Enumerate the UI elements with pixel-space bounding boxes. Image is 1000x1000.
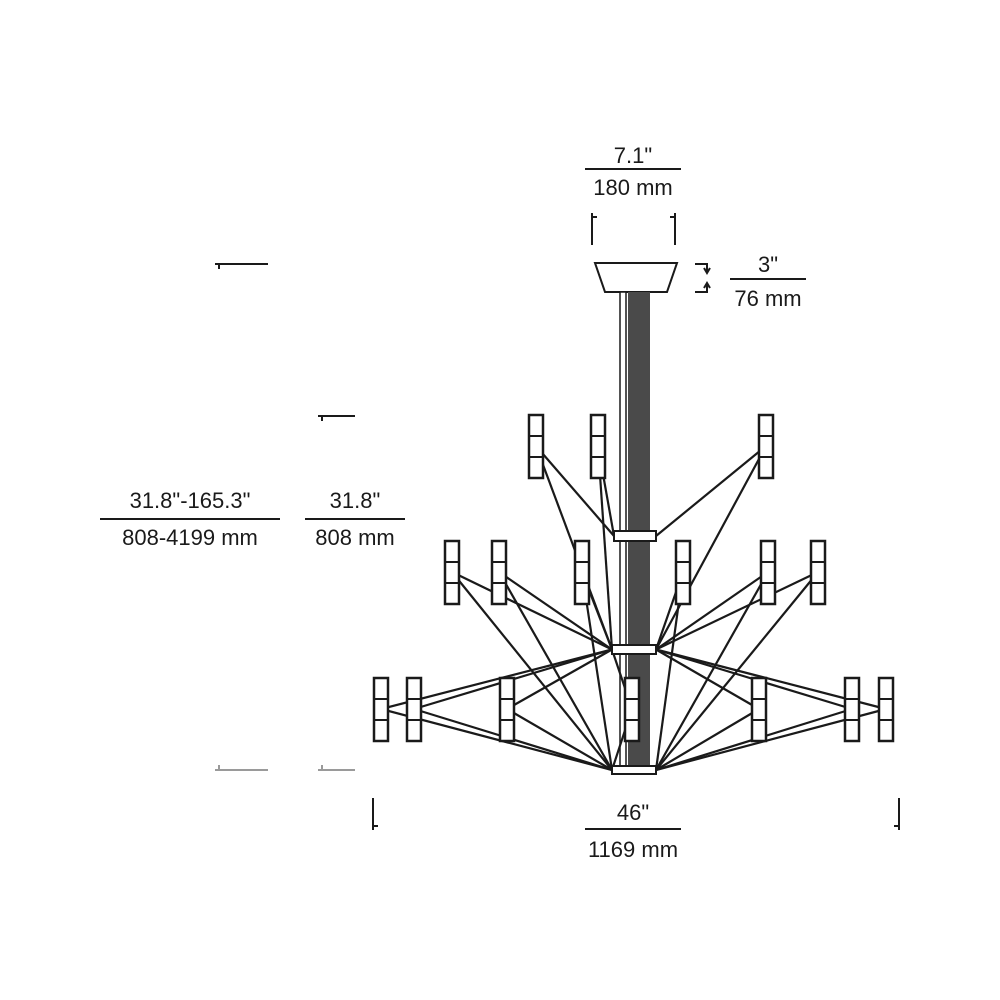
- fixture-height-imperial: 31.8": [330, 488, 381, 513]
- lamp-module: [623, 676, 641, 743]
- canopy-width-metric: 180 mm: [593, 175, 672, 200]
- fixture-width-metric: 1169 mm: [588, 837, 678, 862]
- lamp-module: [490, 539, 508, 606]
- arm: [655, 445, 767, 537]
- canopy-height-dimension: 3" 76 mm: [695, 252, 806, 311]
- arm: [655, 648, 760, 710]
- lamp-module: [809, 539, 827, 606]
- canopy-width-dimension: 7.1" 180 mm: [585, 143, 681, 245]
- lamp-module: [443, 539, 461, 606]
- fixture-width-dimension: 46" 1169 mm: [372, 798, 900, 862]
- lamp-module: [527, 413, 545, 480]
- overall-height-dimension: 31.8"-165.3" 808-4199 mm: [100, 263, 280, 771]
- lamp-module: [372, 676, 390, 743]
- arm: [498, 571, 613, 651]
- arm: [535, 445, 615, 537]
- lamp-module: [589, 413, 607, 480]
- overall-height-metric: 808-4199 mm: [122, 525, 258, 550]
- lamp-module: [877, 676, 895, 743]
- lamp-module: [759, 539, 777, 606]
- canopy-width-imperial: 7.1": [614, 143, 652, 168]
- fixture-height-dimension: 31.8" 808 mm: [305, 415, 405, 771]
- lamp-module: [757, 413, 775, 480]
- arm: [506, 648, 613, 710]
- arm: [655, 571, 819, 651]
- hub-ring: [613, 530, 657, 542]
- overall-height-imperial: 31.8"-165.3": [130, 488, 251, 513]
- lamp-module: [498, 676, 516, 743]
- canopy-height-metric: 76 mm: [734, 286, 801, 311]
- lamp-module: [573, 539, 591, 606]
- arm: [655, 571, 769, 651]
- arm: [596, 445, 614, 650]
- arm: [655, 445, 767, 651]
- hub-ring: [611, 765, 657, 775]
- arm: [506, 708, 613, 771]
- hub-ring: [611, 644, 657, 655]
- lamp-module: [674, 539, 692, 606]
- lamp-module: [750, 676, 768, 743]
- canopy: [593, 262, 679, 293]
- arm: [451, 571, 613, 651]
- lamp-module: [405, 676, 423, 743]
- fixture-width-imperial: 46": [617, 800, 649, 825]
- arm: [655, 708, 760, 771]
- arm: [498, 571, 613, 771]
- chandelier-fixture: [372, 262, 895, 775]
- canopy-height-imperial: 3": [758, 252, 778, 277]
- lamp-module: [843, 676, 861, 743]
- fixture-height-metric: 808 mm: [315, 525, 394, 550]
